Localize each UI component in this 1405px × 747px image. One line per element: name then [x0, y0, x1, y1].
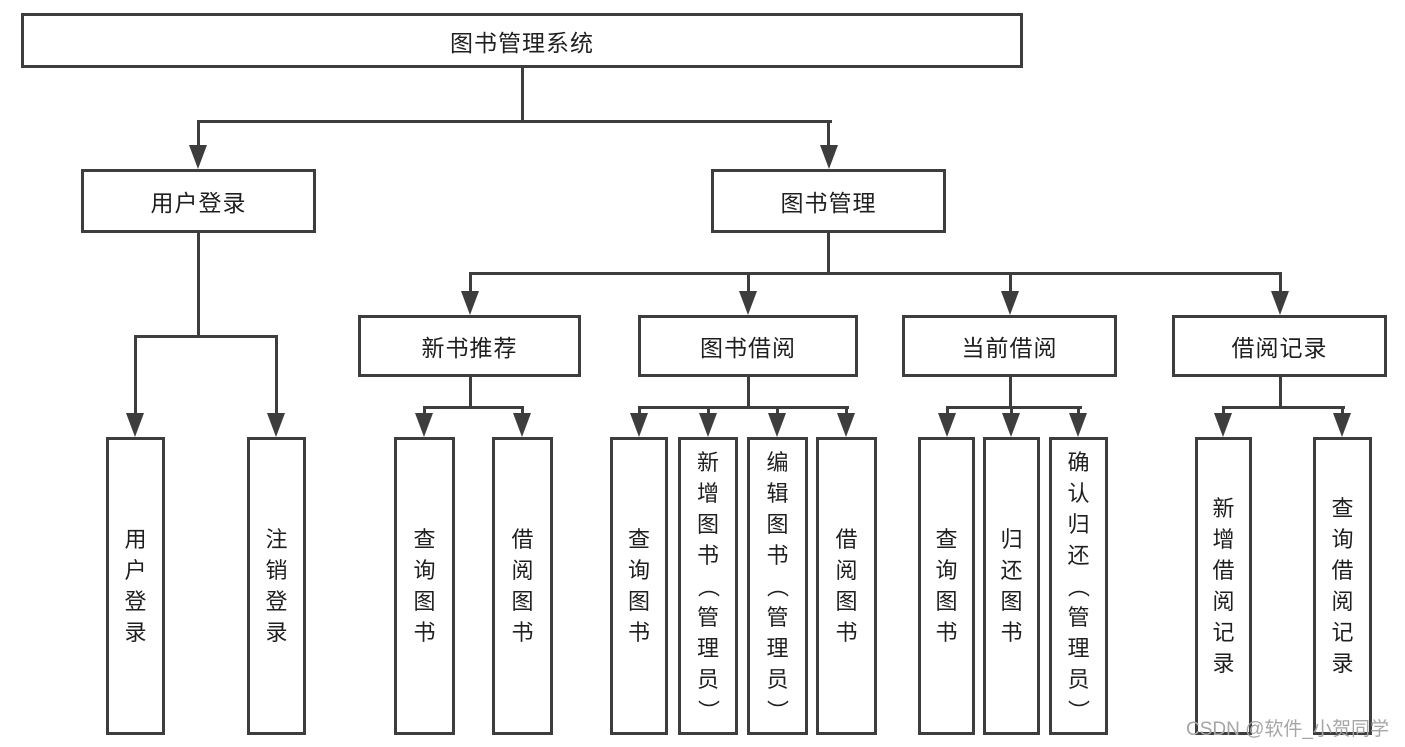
connector-borrow-records-hline: [1222, 406, 1345, 409]
connector-book-borrow-hline: [638, 406, 849, 409]
leaf-add-books-admin: 新增图书（管理员）: [678, 437, 738, 735]
connector-drop-g3-3: [1077, 406, 1080, 416]
connector-user-login-stem: [197, 233, 200, 335]
connector-recommend-stem: [469, 377, 472, 406]
connector-level3-hline: [469, 272, 1282, 275]
arrow-to-g4-add-record: [1214, 413, 1232, 437]
arrow-to-current-borrow: [1001, 291, 1019, 315]
arrow-to-book-management: [820, 145, 838, 169]
leaf-logout: 注销登录: [247, 437, 306, 735]
arrow-to-leaf-logout: [267, 413, 285, 437]
connector-drop-current-borrow: [1009, 272, 1012, 293]
node-borrow-records: 借阅记录: [1172, 315, 1387, 377]
node-current-borrow: 当前借阅: [902, 315, 1117, 377]
connector-drop-book-borrow: [747, 272, 750, 293]
connector-drop-leaf-logout: [275, 335, 278, 415]
leaf-query-borrow-record: 查询借阅记录: [1313, 437, 1372, 735]
arrow-to-g3-query-books: [938, 413, 956, 437]
arrow-to-g4-query-record: [1333, 413, 1351, 437]
node-root-label: 图书管理系统: [450, 29, 594, 56]
connector-drop-borrow-records: [1279, 272, 1282, 293]
connector-drop-g1-2: [521, 406, 524, 416]
node-book-borrow: 图书借阅: [638, 315, 858, 377]
connector-drop-g4-1: [1222, 406, 1225, 416]
arrow-to-g2-add-books: [699, 413, 717, 437]
leaf-edit-books-admin: 编辑图书（管理员）: [747, 437, 808, 735]
leaf-current-query-books: 查询图书: [918, 437, 975, 735]
connector-level2-hline: [197, 120, 832, 123]
arrow-to-g1-query-books: [415, 413, 433, 437]
arrow-to-g2-borrow-books: [837, 413, 855, 437]
arrow-to-g1-borrow-books: [513, 413, 531, 437]
leaf-borrow-query-books: 查询图书: [610, 437, 668, 735]
connector-book-borrow-stem: [747, 377, 750, 406]
connector-recommend-hline: [423, 406, 524, 409]
connector-borrow-records-stem: [1279, 377, 1282, 406]
arrow-to-borrow-records: [1271, 291, 1289, 315]
connector-drop-leaf-user-login: [134, 335, 137, 415]
node-current-borrow-label: 当前借阅: [961, 335, 1058, 361]
connector-drop-g2-2: [707, 406, 710, 416]
arrow-to-leaf-user-login: [126, 413, 144, 437]
node-user-login-label: 用户登录: [150, 190, 247, 216]
connector-drop-user-login: [197, 120, 200, 148]
arrow-to-book-borrow: [739, 291, 757, 315]
arrow-to-g2-edit-books: [768, 413, 786, 437]
connector-user-login-hline: [134, 335, 278, 338]
connector-drop-g2-4: [845, 406, 848, 416]
leaf-borrow-books: 借阅图书: [816, 437, 877, 735]
leaf-user-login: 用户登录: [106, 437, 165, 735]
node-new-book-recommend: 新书推荐: [358, 315, 581, 377]
connector-drop-g2-1: [638, 406, 641, 416]
node-new-book-recommend-label: 新书推荐: [421, 335, 518, 361]
arrow-to-g3-confirm-return: [1069, 413, 1087, 437]
connector-book-management-stem: [827, 233, 830, 272]
arrow-to-recommend: [461, 291, 479, 315]
connector-drop-g3-1: [946, 406, 949, 416]
connector-drop-g4-2: [1341, 406, 1344, 416]
connector-current-borrow-stem: [1009, 377, 1012, 406]
connector-drop-book-management: [827, 120, 830, 148]
arrow-to-g2-query-books: [630, 413, 648, 437]
connector-drop-g2-3: [776, 406, 779, 416]
leaf-add-borrow-record: 新增借阅记录: [1195, 437, 1252, 735]
connector-drop-recommend: [469, 272, 472, 293]
connector-drop-g1-1: [423, 406, 426, 416]
csdn-watermark: CSDN @软件_小贺同学: [1186, 719, 1389, 740]
node-book-management: 图书管理: [711, 169, 946, 233]
leaf-confirm-return-admin: 确认归还（管理员）: [1049, 437, 1108, 735]
node-book-borrow-label: 图书借阅: [700, 335, 796, 361]
arrow-to-user-login: [189, 145, 207, 169]
arrow-to-g3-return-books: [1002, 413, 1020, 437]
node-borrow-records-label: 借阅记录: [1231, 335, 1328, 361]
node-book-management-label: 图书管理: [780, 190, 877, 216]
node-user-login: 用户登录: [81, 169, 316, 233]
leaf-recommend-query-books: 查询图书: [394, 437, 455, 735]
node-root-system: 图书管理系统: [21, 13, 1023, 68]
leaf-recommend-borrow-books: 借阅图书: [492, 437, 553, 735]
leaf-return-books: 归还图书: [983, 437, 1040, 735]
connector-root-stem: [521, 68, 524, 120]
connector-drop-g3-2: [1010, 406, 1013, 416]
connector-current-borrow-hline: [946, 406, 1082, 409]
